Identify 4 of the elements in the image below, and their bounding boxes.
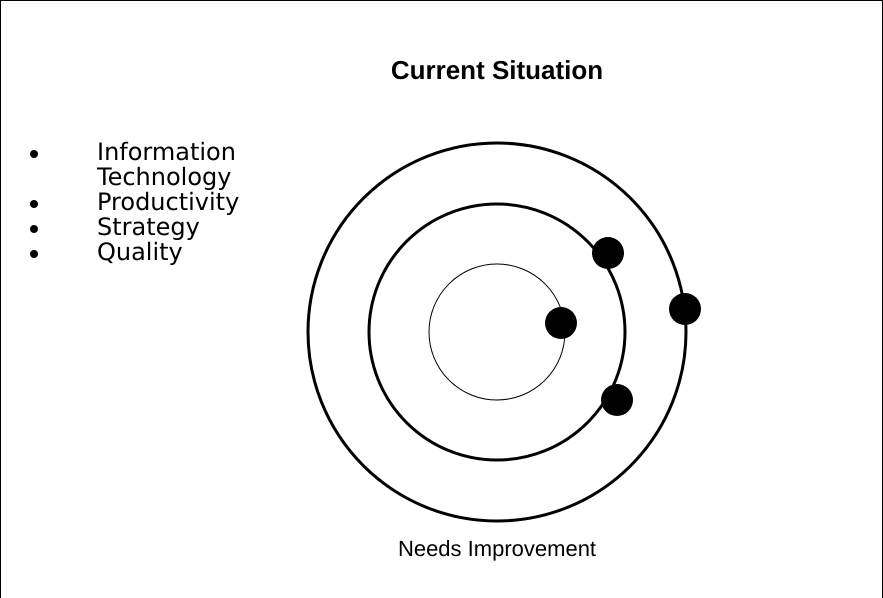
- list-item-text: Strategy: [97, 213, 200, 241]
- caption: Needs Improvement: [396, 536, 598, 562]
- list-item-text: Information Technology: [97, 138, 236, 191]
- title: Current Situation: [390, 55, 604, 86]
